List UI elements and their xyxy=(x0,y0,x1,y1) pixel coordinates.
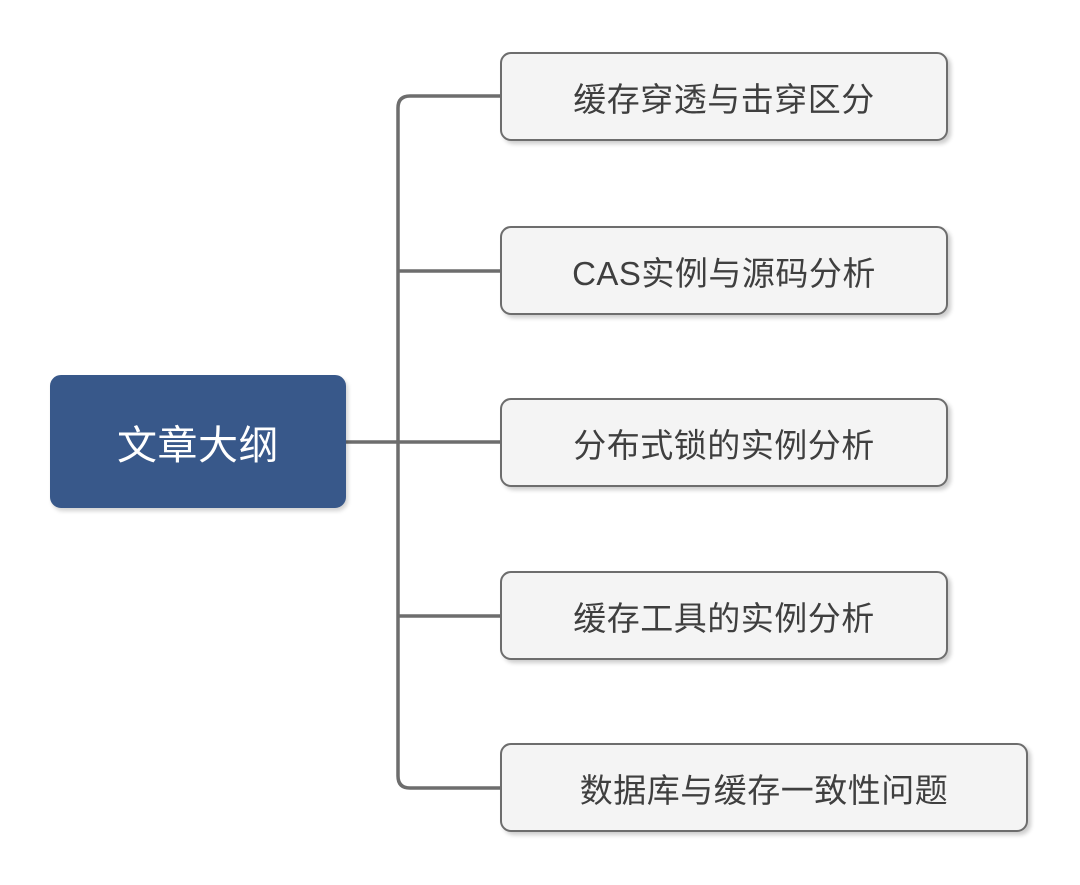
connector-branch-4 xyxy=(396,775,500,790)
branch-node-label-1: 缓存穿透与击穿区分 xyxy=(573,80,875,118)
connector-branch-0 xyxy=(396,94,500,109)
mindmap-root-node[interactable]: 文章大纲 xyxy=(50,375,346,508)
mindmap-branch-node-1[interactable]: 缓存穿透与击穿区分 xyxy=(500,52,948,141)
mindmap-branch-node-2[interactable]: CAS实例与源码分析 xyxy=(500,226,948,315)
mindmap-branch-node-3[interactable]: 分布式锁的实例分析 xyxy=(500,398,948,487)
mindmap-branch-node-5[interactable]: 数据库与缓存一致性问题 xyxy=(500,743,1028,832)
branch-node-label-2: CAS实例与源码分析 xyxy=(572,254,876,292)
branch-node-label-4: 缓存工具的实例分析 xyxy=(573,599,875,637)
branch-node-label-5: 数据库与缓存一致性问题 xyxy=(579,771,949,809)
root-node-label: 文章大纲 xyxy=(117,423,279,468)
branch-node-label-3: 分布式锁的实例分析 xyxy=(573,426,875,464)
mindmap-branch-node-4[interactable]: 缓存工具的实例分析 xyxy=(500,571,948,660)
